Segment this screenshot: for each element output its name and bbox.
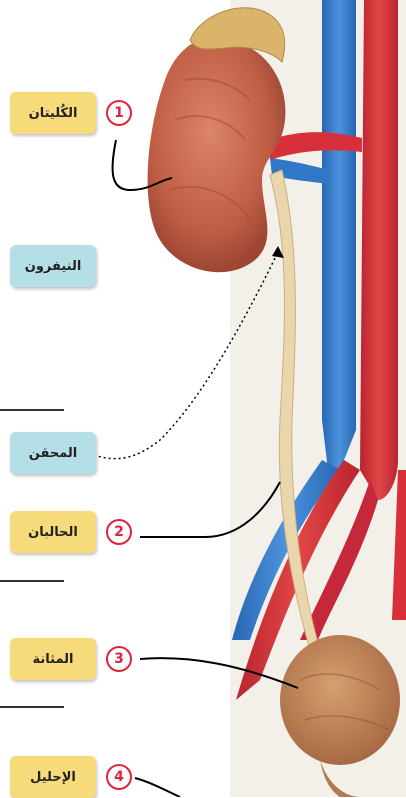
number-badge-4: 4 <box>106 764 132 790</box>
label-kidneys-text: الكُليتان <box>29 106 78 121</box>
vena-cava <box>322 0 356 470</box>
number-badge-3: 3 <box>106 646 132 672</box>
leader-line-urethra <box>135 778 180 797</box>
kidney <box>148 38 286 272</box>
divider-line-1 <box>0 409 64 411</box>
label-nephron: النيفرون <box>10 245 96 287</box>
label-kidneys: الكُليتان <box>10 92 96 134</box>
label-bladder: المثانة <box>10 638 96 680</box>
label-ureters-text: الحالبان <box>28 525 78 540</box>
label-ureters: الحالبان <box>10 511 96 553</box>
label-nephron-text: النيفرون <box>25 259 82 274</box>
label-bladder-text: المثانة <box>33 652 74 667</box>
number-badge-1: 1 <box>106 100 132 126</box>
aorta <box>360 0 398 500</box>
number-badge-2: 2 <box>106 519 132 545</box>
label-urethra: الإحليل <box>10 756 96 798</box>
label-cortex-text: المحقن <box>29 446 77 461</box>
label-urethra-text: الإحليل <box>30 770 76 785</box>
label-cortex: المحقن <box>10 432 96 474</box>
divider-line-2 <box>0 580 64 582</box>
bladder <box>280 635 400 765</box>
divider-line-3 <box>0 706 64 708</box>
